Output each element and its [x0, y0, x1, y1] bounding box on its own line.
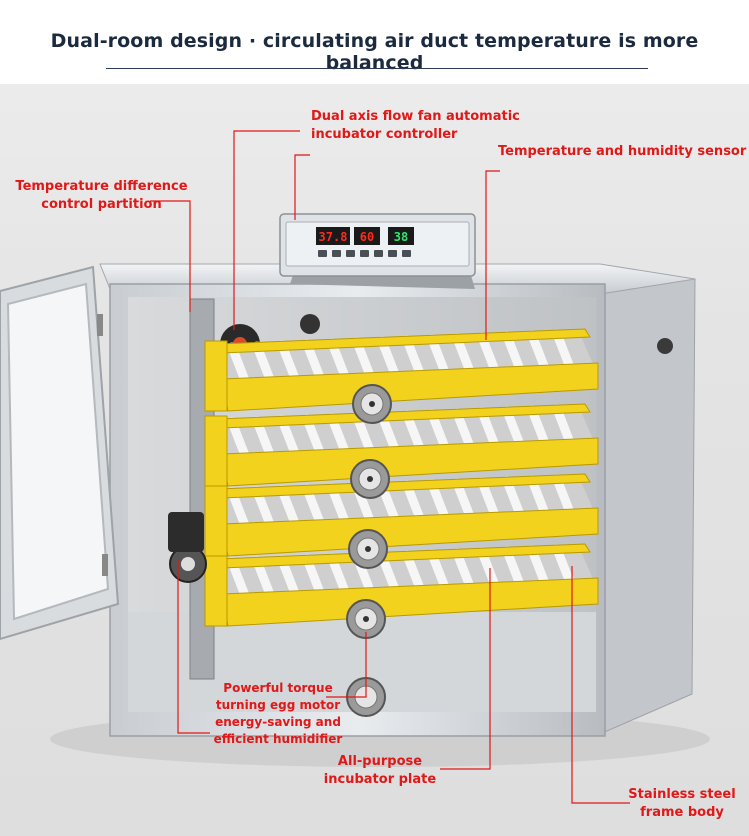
controller-button-icon	[360, 250, 369, 257]
egg-tray	[204, 328, 599, 412]
callout-sensor-line1: Temperature and humidity sensor	[498, 144, 747, 159]
display-middle-readout: 60	[360, 230, 374, 244]
tray-roller	[452, 478, 476, 524]
callout-sensor: Temperature and humidity sensor	[498, 143, 746, 161]
controller-buttons	[318, 250, 411, 257]
tray-side-rail	[204, 485, 228, 557]
controller-button-icon	[332, 250, 341, 257]
tray-side-rail	[204, 340, 228, 412]
egg-tray	[204, 543, 599, 627]
egg-tray	[204, 473, 599, 557]
display-window	[388, 227, 414, 245]
tray-roller	[452, 333, 476, 379]
tray-roller	[352, 412, 376, 458]
tray-roller	[302, 554, 326, 600]
tray-roller	[252, 486, 276, 532]
humidifier-motor-hub	[181, 557, 195, 571]
tray-roller	[227, 557, 251, 603]
tray-roller	[277, 555, 301, 601]
humidifier-housing	[168, 512, 204, 552]
tray-roller	[427, 409, 451, 455]
turning-motor-axle	[365, 546, 371, 552]
tray-side-rail	[204, 555, 228, 627]
door-window	[6, 282, 110, 621]
tray-side-rail	[204, 415, 228, 487]
turning-motor-axle	[369, 401, 375, 407]
tray-roller	[402, 410, 426, 456]
callout-partition-line2: control partition	[41, 197, 162, 212]
egg-tray	[204, 403, 599, 487]
turning-motor-axle	[363, 616, 369, 622]
tray-roller	[227, 417, 251, 463]
callout-motor-line3: energy-saving and	[215, 715, 341, 729]
tray-roller	[252, 416, 276, 462]
tray-roller	[377, 411, 401, 457]
callout-motor-line4: efficient humidifier	[213, 732, 343, 746]
turning-motor	[348, 529, 388, 569]
egg-trays	[204, 328, 599, 627]
tray-roller	[427, 479, 451, 525]
tray-roller	[402, 550, 426, 596]
display-left-readout: 37.8	[319, 230, 348, 244]
callout-motor: Powerful torque turning egg motor energy…	[208, 680, 348, 748]
tray-roller	[252, 556, 276, 602]
controller-button-icon	[318, 250, 327, 257]
tray-roller	[277, 415, 301, 461]
side-vent-icon	[657, 338, 673, 354]
door-hinge	[102, 554, 108, 576]
headline-underline	[106, 68, 648, 69]
turning-motor-axle	[367, 476, 373, 482]
callout-plate-line1: All-purpose	[337, 754, 423, 769]
callout-partition-line1: Temperature difference	[15, 179, 188, 194]
tray-roller	[302, 414, 326, 460]
callout-controller-line1: Dual axis flow fan automatic	[311, 109, 520, 124]
controller-button-icon	[346, 250, 355, 257]
display-right-readout: 38	[394, 230, 408, 244]
tray-roller	[252, 341, 276, 387]
cabinet-side-panel	[599, 278, 696, 735]
callout-frame-line1: Stainless steel	[628, 787, 736, 802]
display-window	[354, 227, 380, 245]
display-window	[316, 227, 350, 245]
tray-roller	[302, 339, 326, 385]
tray-roller	[452, 408, 476, 454]
turning-motor	[346, 677, 386, 717]
controller-button-icon	[388, 250, 397, 257]
tray-roller	[327, 553, 351, 599]
turning-motor	[352, 384, 392, 424]
controller-button-icon	[402, 250, 411, 257]
turning-motor-face	[354, 685, 378, 709]
headline-banner: Dual-room design · circulating air duct …	[0, 0, 749, 84]
callout-plate: All-purpose incubator plate	[318, 753, 442, 789]
tray-roller	[327, 413, 351, 459]
turning-motor	[350, 459, 390, 499]
door-hinge	[97, 314, 103, 336]
turning-motor	[346, 599, 386, 639]
tray-roller	[427, 334, 451, 380]
tray-roller	[377, 551, 401, 597]
callout-frame: Stainless steel frame body	[625, 786, 739, 822]
tray-roller	[377, 336, 401, 382]
callout-motor-line1: Powerful torque	[223, 681, 333, 695]
tray-roller	[402, 335, 426, 381]
callout-partition: Temperature difference control partition	[14, 178, 189, 214]
tray-roller	[327, 483, 351, 529]
tray-roller	[227, 342, 251, 388]
tray-roller	[227, 487, 251, 533]
tray-roller	[402, 480, 426, 526]
tray-roller	[277, 340, 301, 386]
tray-roller	[302, 484, 326, 530]
second-fan-icon	[300, 314, 320, 334]
callout-motor-line2: turning egg motor	[215, 698, 341, 712]
turning-motors	[346, 384, 392, 717]
callout-controller: Dual axis flow fan automatic incubator c…	[311, 108, 520, 144]
callout-plate-line2: incubator plate	[323, 772, 437, 787]
tray-roller	[277, 485, 301, 531]
callout-controller-line2: incubator controller	[311, 127, 458, 142]
tray-roller	[352, 337, 376, 383]
controller-button-icon	[374, 250, 383, 257]
callout-frame-line2: frame body	[640, 805, 724, 820]
tray-roller	[327, 338, 351, 384]
